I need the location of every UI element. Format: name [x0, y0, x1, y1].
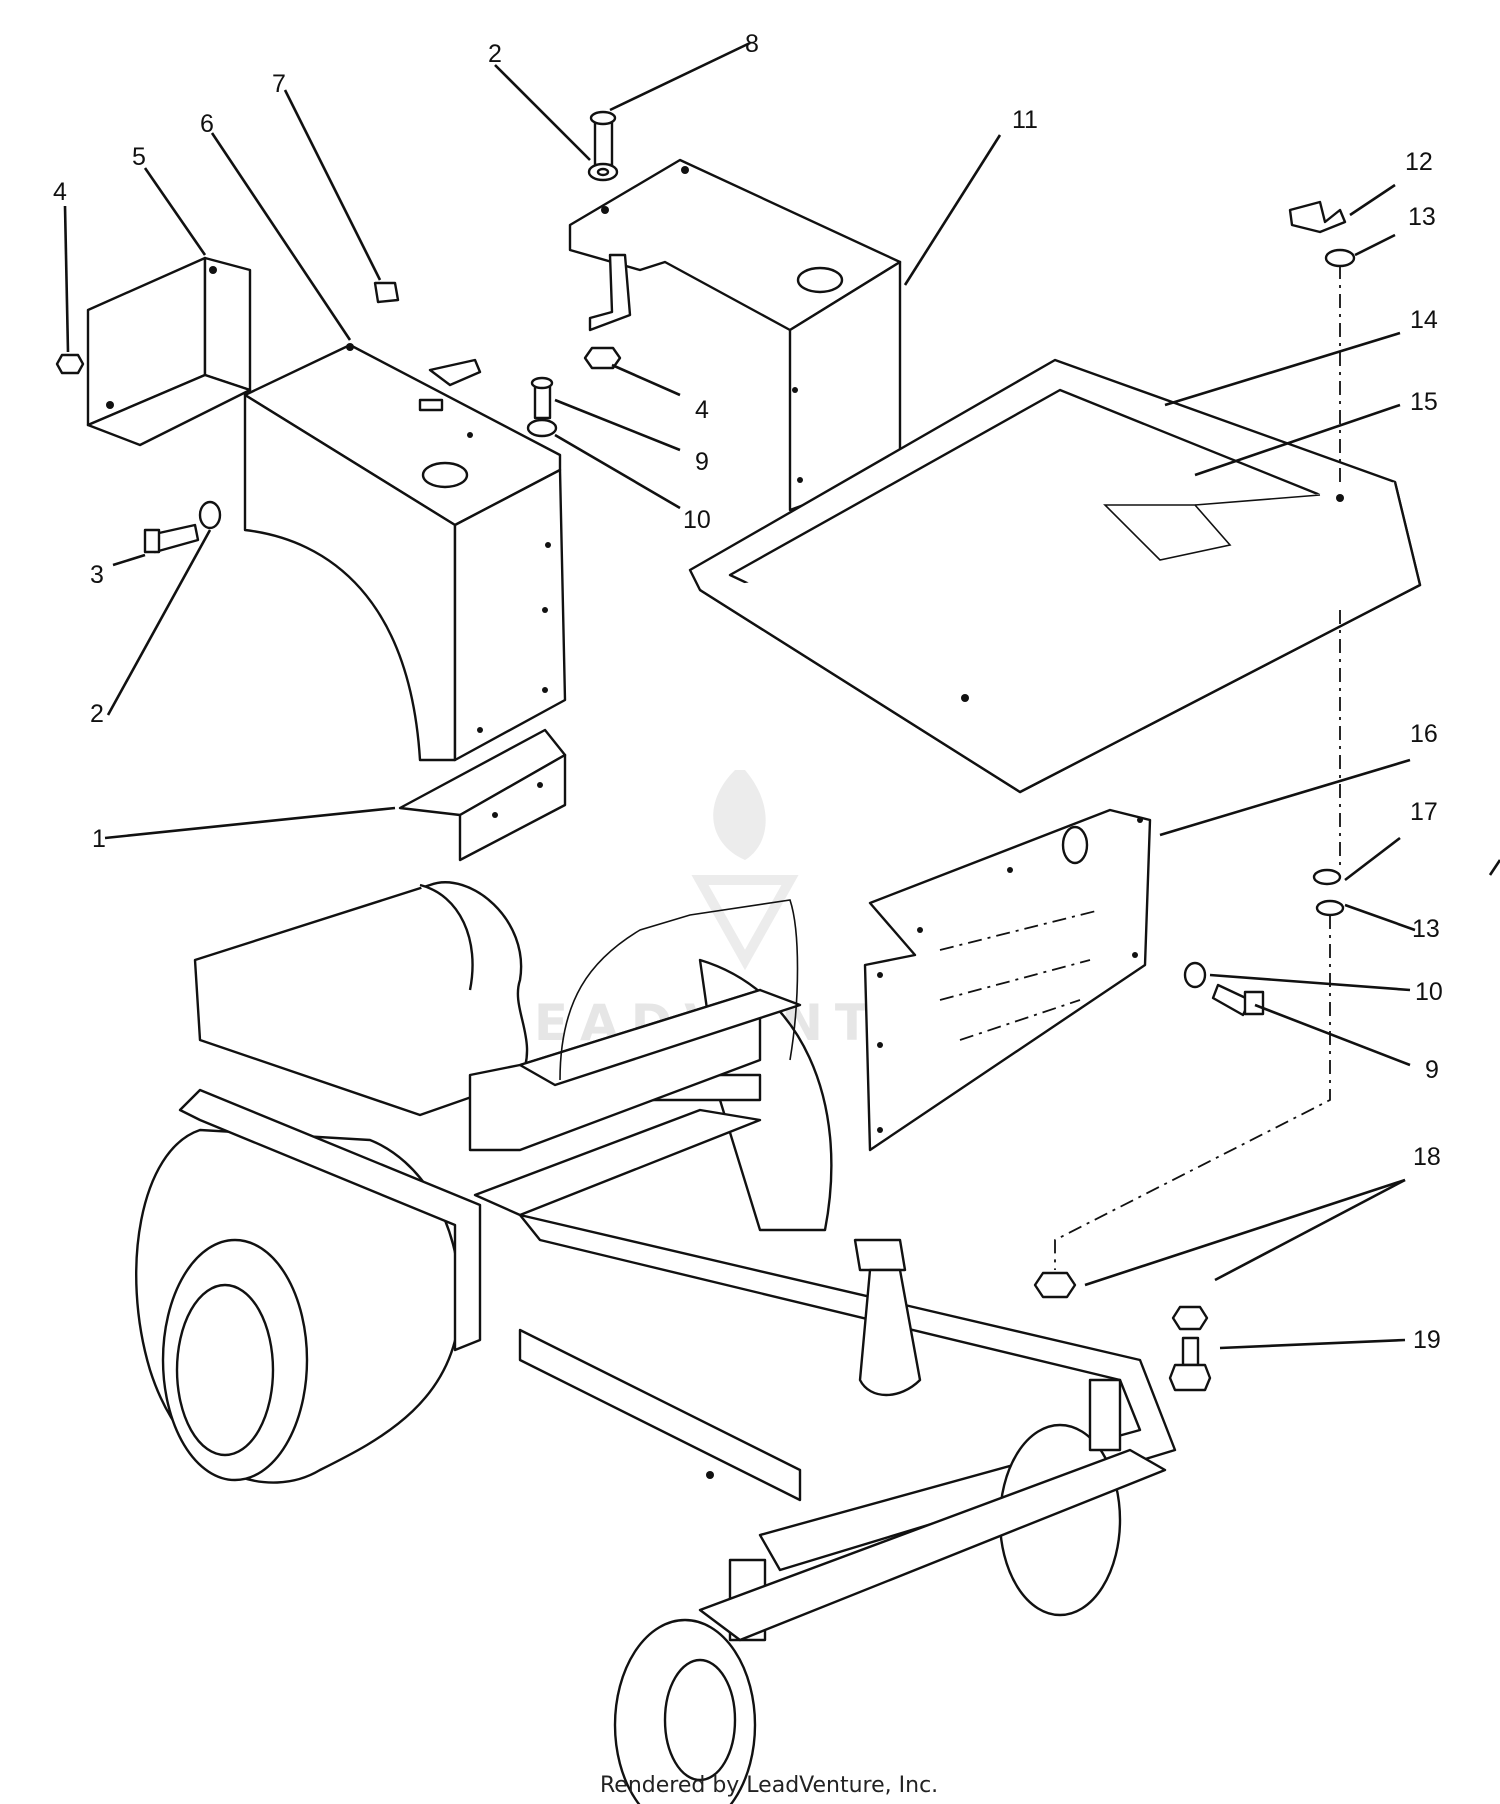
callout-12: 12 — [1405, 148, 1433, 176]
callout-13-lower: 13 — [1412, 915, 1440, 943]
callout-18: 18 — [1413, 1143, 1441, 1171]
callout-9-center: 9 — [695, 448, 709, 476]
callout-6: 6 — [200, 110, 214, 138]
callout-8: 8 — [745, 30, 759, 58]
callout-2-left: 2 — [90, 700, 104, 728]
callout-13-top: 13 — [1408, 203, 1436, 231]
callout-1: 1 — [92, 825, 106, 853]
part-5-bracket — [86, 256, 252, 447]
callout-4-left: 4 — [53, 178, 67, 206]
part-11-fender — [568, 158, 902, 512]
callout-3: 3 — [90, 561, 104, 589]
callout-4-center: 4 — [695, 396, 709, 424]
callout-9-right: 9 — [1425, 1056, 1439, 1084]
callout-2-top: 2 — [488, 40, 502, 68]
part-16-panel — [863, 808, 1152, 1152]
callout-5: 5 — [132, 143, 146, 171]
assembly-dashed-line — [1054, 265, 1341, 1270]
callout-14: 14 — [1410, 306, 1438, 334]
callout-10-center: 10 — [683, 506, 711, 534]
part-frame-chassis — [135, 881, 1177, 1804]
part-14-seat — [688, 358, 1422, 794]
callout-16: 16 — [1410, 720, 1438, 748]
callout-7: 7 — [272, 70, 286, 98]
callout-17: 17 — [1410, 798, 1438, 826]
hardware-parts — [55, 110, 1356, 1392]
callout-11: 11 — [1012, 106, 1038, 134]
part-6-fender — [243, 343, 567, 762]
callout-10-right: 10 — [1415, 978, 1443, 1006]
callout-19: 19 — [1413, 1326, 1441, 1354]
part-1-bracket — [398, 728, 567, 862]
callout-labels: 1 2 2 3 4 4 5 6 7 8 9 9 10 10 11 12 13 1… — [53, 30, 1443, 1354]
callout-15: 15 — [1410, 388, 1438, 416]
footer-credit: Rendered by LeadVenture, Inc. — [600, 1773, 938, 1798]
leader-lines — [63, 41, 1500, 1350]
